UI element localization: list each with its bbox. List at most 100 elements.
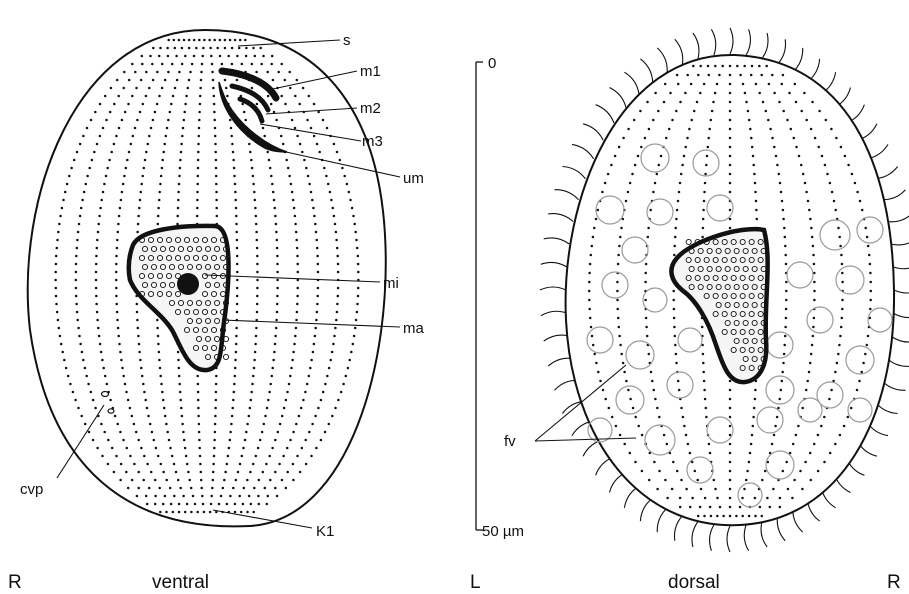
kinety-dot <box>109 399 112 402</box>
kinety-dot <box>765 110 768 113</box>
kinety-dot <box>314 223 317 226</box>
kinety-dot <box>161 87 164 90</box>
kinety-dot <box>263 423 266 426</box>
kinety-dot <box>178 511 181 514</box>
kinety-dot <box>712 101 715 104</box>
kinety-dot <box>67 375 70 378</box>
kinety-dot <box>164 79 167 82</box>
kinety-dot <box>201 55 204 58</box>
kinety-dot <box>76 311 79 314</box>
kinety-dot <box>663 101 666 104</box>
kinety-dot <box>166 47 169 50</box>
kinety-dot <box>191 63 194 66</box>
kinety-dot <box>197 415 200 418</box>
kinety-dot <box>313 103 316 106</box>
kinety-dot <box>755 83 758 86</box>
kinety-dot <box>245 47 248 50</box>
kinety-dot <box>103 183 106 186</box>
kinety-dot <box>637 425 640 428</box>
kinety-dot <box>252 47 255 50</box>
kinety-dot <box>860 371 863 374</box>
kinety-dot <box>159 47 162 50</box>
kinety-dot <box>665 137 668 140</box>
kinety-dot <box>118 343 121 346</box>
kinety-dot <box>136 319 139 322</box>
kinety-dot <box>275 231 278 234</box>
kinety-dot <box>115 135 118 138</box>
kinety-dot <box>214 135 217 138</box>
kinety-dot <box>356 311 359 314</box>
kinety-dot <box>181 423 184 426</box>
kinety-dot <box>660 155 663 158</box>
kinety-dot <box>837 353 840 356</box>
kinety-dot <box>337 271 340 274</box>
kinety-dot <box>291 119 294 122</box>
kinety-dot <box>652 191 655 194</box>
kinety-dot <box>244 439 247 442</box>
kinety-dot <box>729 65 732 68</box>
kinety-dot <box>118 127 121 130</box>
kinety-dot <box>627 191 630 194</box>
kinety-dot <box>123 71 126 74</box>
kinety-dot <box>229 495 232 498</box>
kinety-dot <box>154 495 157 498</box>
kinety-dot <box>805 119 808 122</box>
kinety-dot <box>833 200 836 203</box>
kinety-dot <box>215 399 218 402</box>
kinety-dot <box>648 479 651 482</box>
kinety-dot <box>357 263 360 266</box>
kinety-dot <box>55 303 58 306</box>
kinety-dot <box>95 279 98 282</box>
cilium <box>887 359 909 367</box>
kinety-dot <box>588 308 591 311</box>
kinety-dot <box>353 223 356 226</box>
kinety-dot <box>101 359 104 362</box>
kinety-dot <box>160 175 163 178</box>
kinety-dot <box>198 439 201 442</box>
kinety-dot <box>256 279 259 282</box>
kinety-dot <box>703 83 706 86</box>
kinety-dot <box>117 231 120 234</box>
kinety-dot <box>294 335 297 338</box>
kinety-dot <box>295 239 298 242</box>
kinety-dot <box>305 463 308 466</box>
kinety-dot <box>310 359 313 362</box>
kinety-dot <box>296 79 299 82</box>
kinety-dot <box>312 351 315 354</box>
kinety-dot <box>102 367 105 370</box>
kinety-dot <box>270 175 273 178</box>
kinety-dot <box>130 143 133 146</box>
kinety-dot <box>238 47 241 50</box>
kinety-dot <box>710 119 713 122</box>
kinety-dot <box>212 463 215 466</box>
kinety-dot <box>226 95 229 98</box>
kinety-dot <box>256 271 259 274</box>
kinety-dot <box>159 183 162 186</box>
kinety-dot <box>133 423 136 426</box>
kinety-dot <box>240 511 243 514</box>
kinety-dot <box>716 515 719 518</box>
kinety-dot <box>141 375 144 378</box>
kinety-dot <box>672 290 675 293</box>
kinety-dot <box>675 110 678 113</box>
kinety-dot <box>55 263 58 266</box>
kinety-dot <box>335 231 338 234</box>
kinety-dot <box>85 183 88 186</box>
kinety-dot <box>117 327 120 330</box>
kinety-dot <box>298 415 301 418</box>
kinety-dot <box>782 218 785 221</box>
kinety-dot <box>187 87 190 90</box>
kinety-dot <box>639 110 642 113</box>
kinety-dot <box>254 207 257 210</box>
kinety-dot <box>143 391 146 394</box>
kinety-dot <box>157 207 160 210</box>
kinety-dot <box>634 461 637 464</box>
kinety-dot <box>830 128 833 131</box>
kinety-dot <box>676 74 679 77</box>
cilium <box>657 48 667 72</box>
kinety-dot <box>829 182 832 185</box>
kinety-dot <box>704 173 707 176</box>
cilium <box>541 262 567 266</box>
kinety-dot <box>116 319 119 322</box>
kinety-dot <box>705 164 708 167</box>
